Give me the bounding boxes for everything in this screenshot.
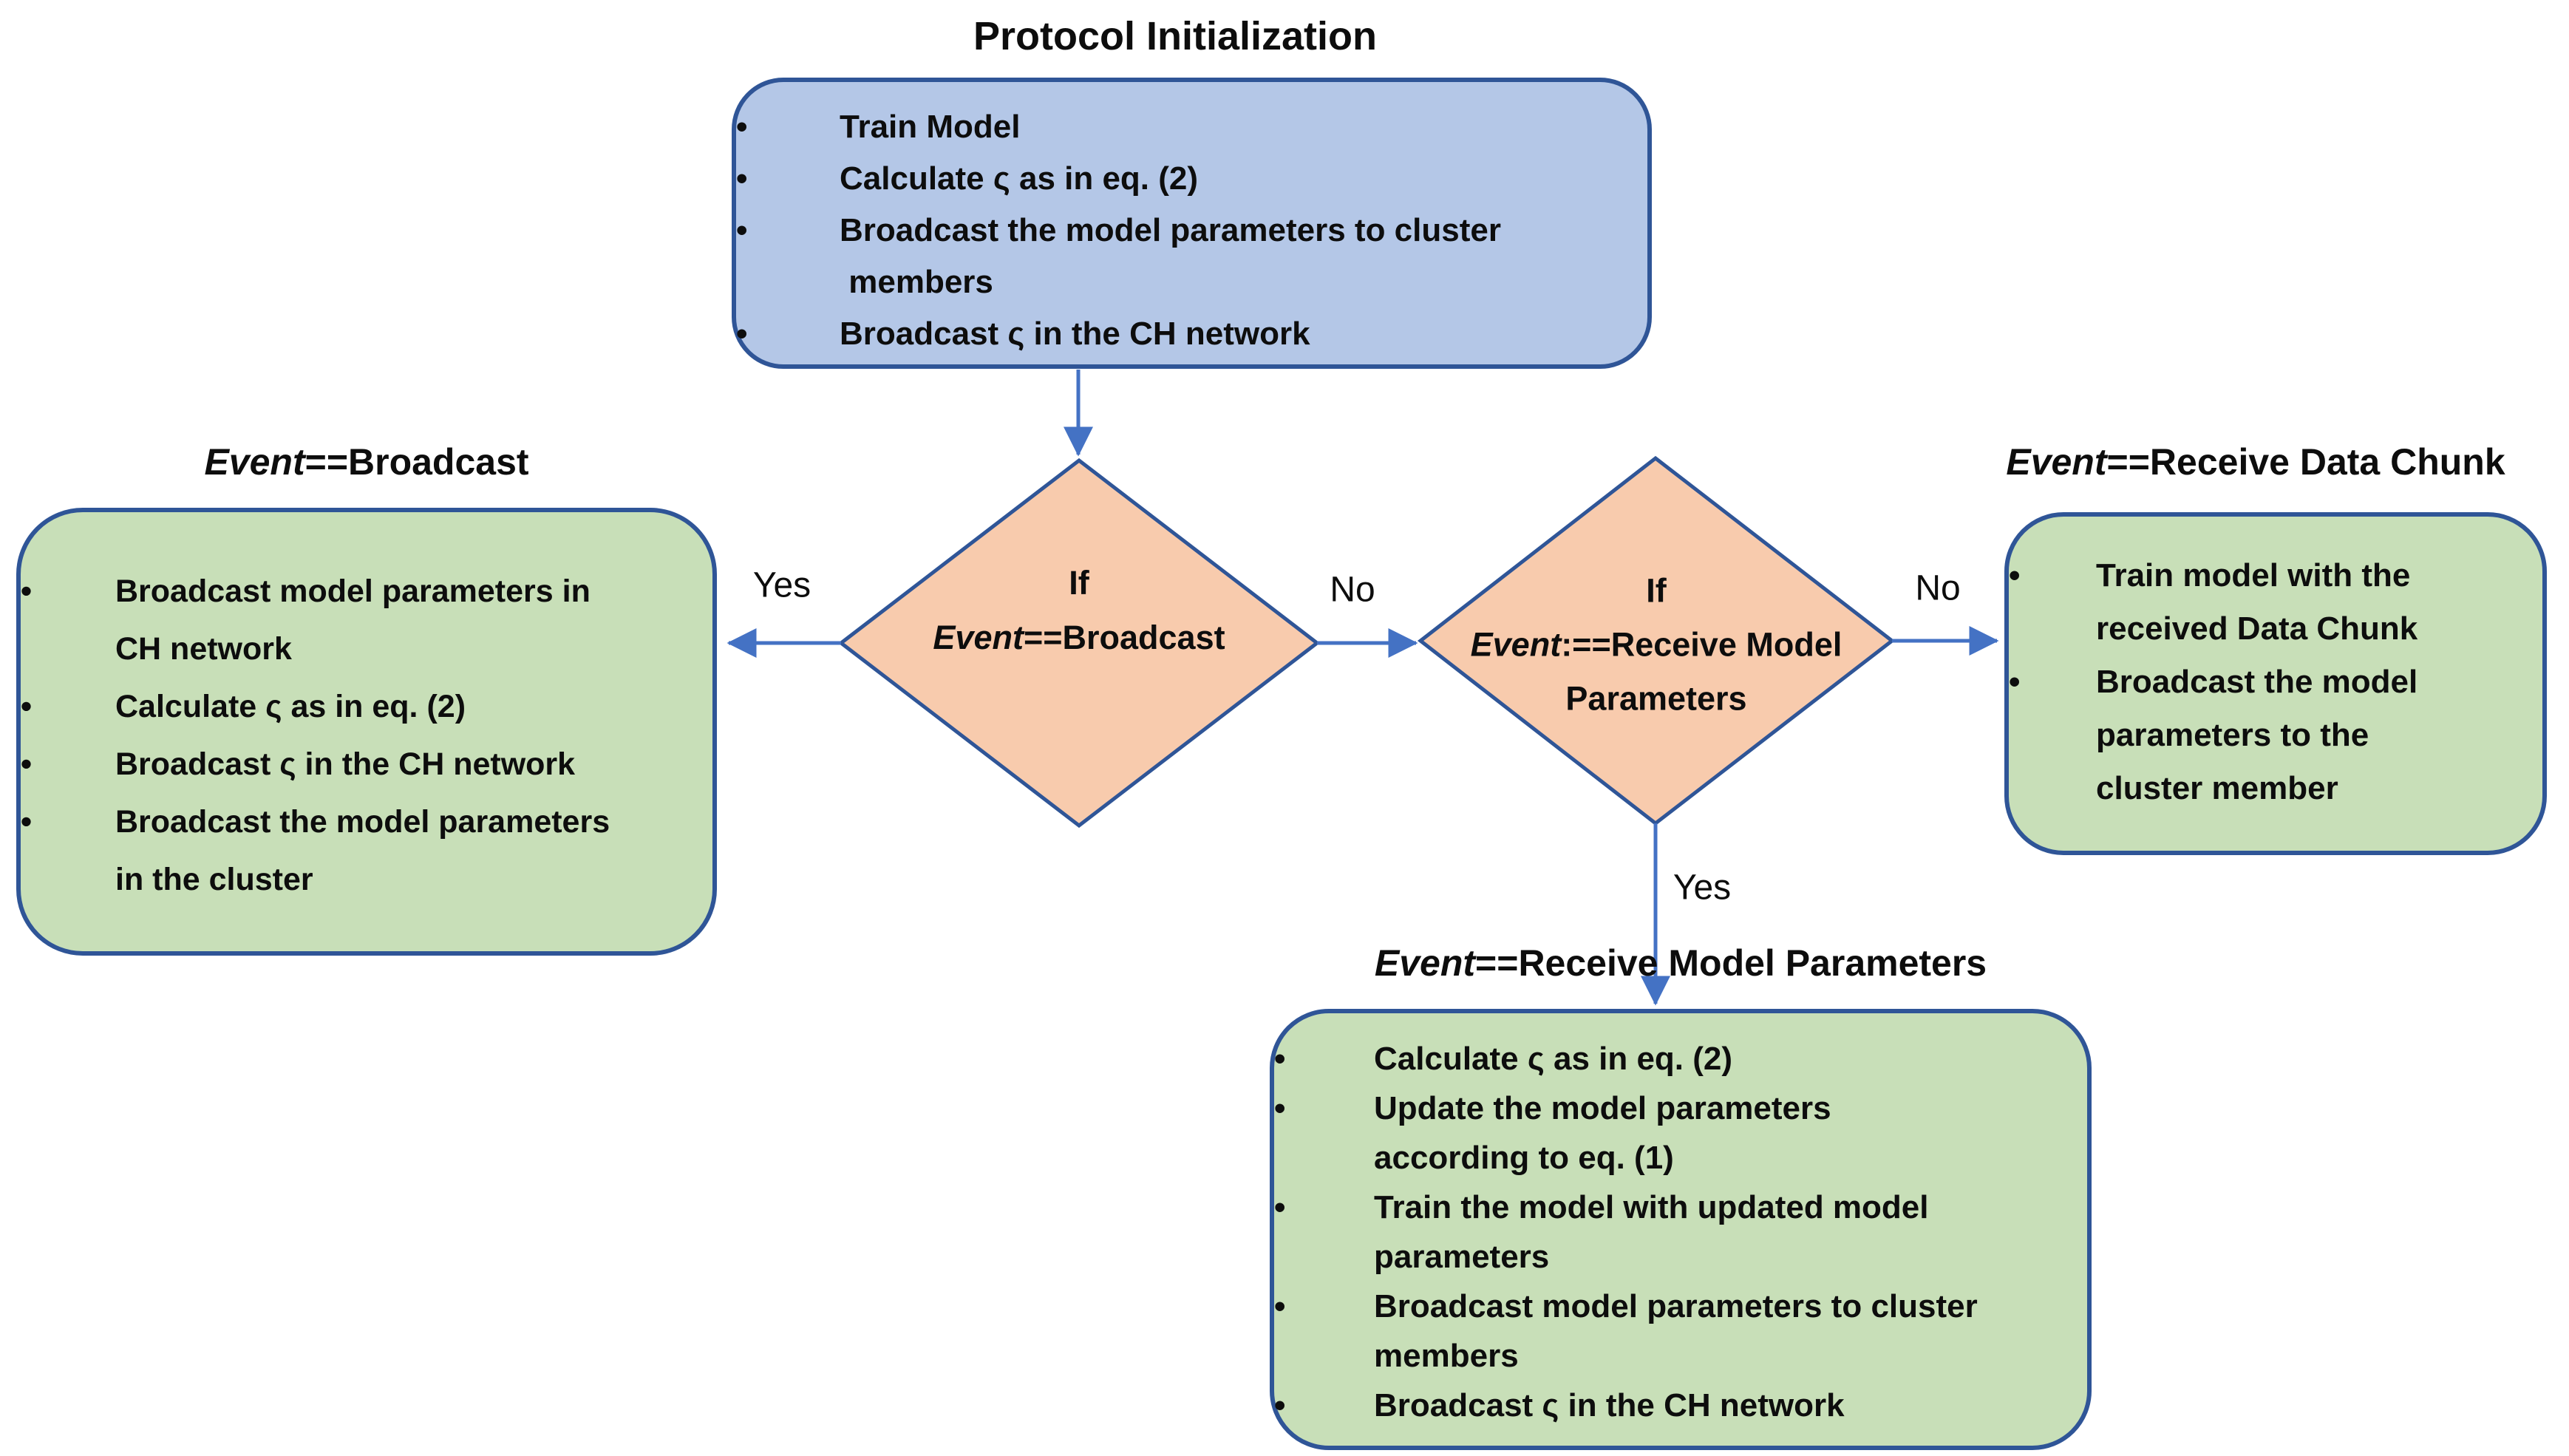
decision-receive-params-condition-line1: Event:==Receive Model bbox=[1427, 618, 1885, 672]
bullet-item: Train Model bbox=[736, 101, 1630, 153]
broadcast-box-title: Event==Broadcast bbox=[204, 440, 528, 483]
protocol-initialization-list: Train ModelCalculate ς as in eq. (2)Broa… bbox=[736, 101, 1647, 360]
bullet-item: Update the model parameters according to… bbox=[1274, 1084, 2081, 1183]
bullet-item: Calculate ς as in eq. (2) bbox=[1274, 1034, 2081, 1084]
condition-text: ==Broadcast bbox=[1023, 619, 1225, 656]
bullet-item: Broadcast ς in the CH network bbox=[21, 735, 699, 793]
data-chunk-actions-box: Train model with the received Data Chunk… bbox=[2004, 512, 2547, 855]
decision-receive-params-condition-line2: Parameters bbox=[1565, 679, 1747, 718]
decision-broadcast-condition: Event==Broadcast bbox=[850, 610, 1308, 665]
receive-params-box-title: Event==Receive Model Parameters bbox=[1375, 942, 1987, 984]
title-text: ==Receive Model Parameters bbox=[1475, 942, 1987, 984]
edge-label-no-receive-params: No bbox=[1915, 568, 1961, 608]
event-keyword: Event bbox=[1470, 625, 1562, 664]
edge-label-no-broadcast: No bbox=[1330, 570, 1375, 610]
event-keyword: Event bbox=[933, 619, 1024, 656]
event-keyword: Event bbox=[204, 441, 305, 483]
edge-label-yes-receive-params: Yes bbox=[1673, 868, 1732, 908]
condition-text: :==Receive Model bbox=[1561, 625, 1842, 664]
decision-broadcast-text: If Event==Broadcast bbox=[850, 556, 1308, 665]
data-chunk-actions-list: Train model with the received Data Chunk… bbox=[2009, 549, 2542, 815]
bullet-item: Train the model with updated model param… bbox=[1274, 1183, 2081, 1282]
bullet-item: Calculate ς as in eq. (2) bbox=[21, 678, 699, 735]
receive-params-actions-box: Calculate ς as in eq. (2)Update the mode… bbox=[1270, 1009, 2092, 1450]
broadcast-actions-box: Broadcast model parameters in CH network… bbox=[16, 508, 717, 956]
event-keyword: Event bbox=[2006, 441, 2107, 483]
bullet-item: Broadcast the model parameters to the cl… bbox=[2009, 656, 2535, 815]
decision-receive-params-text: If Event:==Receive Model Parameters bbox=[1427, 564, 1885, 726]
bullet-item: Calculate ς as in eq. (2) bbox=[736, 153, 1630, 205]
decision-diamond-broadcast bbox=[837, 457, 1321, 829]
bullet-item: Broadcast model parameters in CH network bbox=[21, 562, 699, 678]
bullet-item: Broadcast the model parameters in the cl… bbox=[21, 793, 699, 908]
page-title: Protocol Initialization bbox=[973, 14, 1378, 58]
protocol-initialization-box: Train ModelCalculate ς as in eq. (2)Broa… bbox=[732, 78, 1652, 369]
bullet-item: Broadcast model parameters to cluster me… bbox=[1274, 1282, 2081, 1381]
broadcast-actions-list: Broadcast model parameters in CH network… bbox=[21, 562, 712, 908]
receive-params-actions-list: Calculate ς as in eq. (2)Update the mode… bbox=[1274, 1034, 2087, 1430]
decision-receive-params-if: If bbox=[1646, 571, 1667, 610]
data-chunk-box-title: Event==Receive Data Chunk bbox=[2006, 440, 2505, 483]
event-keyword: Event bbox=[1374, 942, 1476, 984]
title-text: ==Broadcast bbox=[304, 441, 529, 483]
bullet-item: Broadcast ς in the CH network bbox=[1274, 1381, 2081, 1430]
decision-broadcast-if: If bbox=[1069, 564, 1089, 602]
bullet-item: Train model with the received Data Chunk bbox=[2009, 549, 2535, 656]
title-text: ==Receive Data Chunk bbox=[2106, 441, 2505, 483]
bullet-item: Broadcast the model parameters to cluste… bbox=[736, 205, 1630, 308]
edge-label-yes-broadcast: Yes bbox=[752, 565, 811, 605]
bullet-item: Broadcast ς in the CH network bbox=[736, 308, 1630, 360]
